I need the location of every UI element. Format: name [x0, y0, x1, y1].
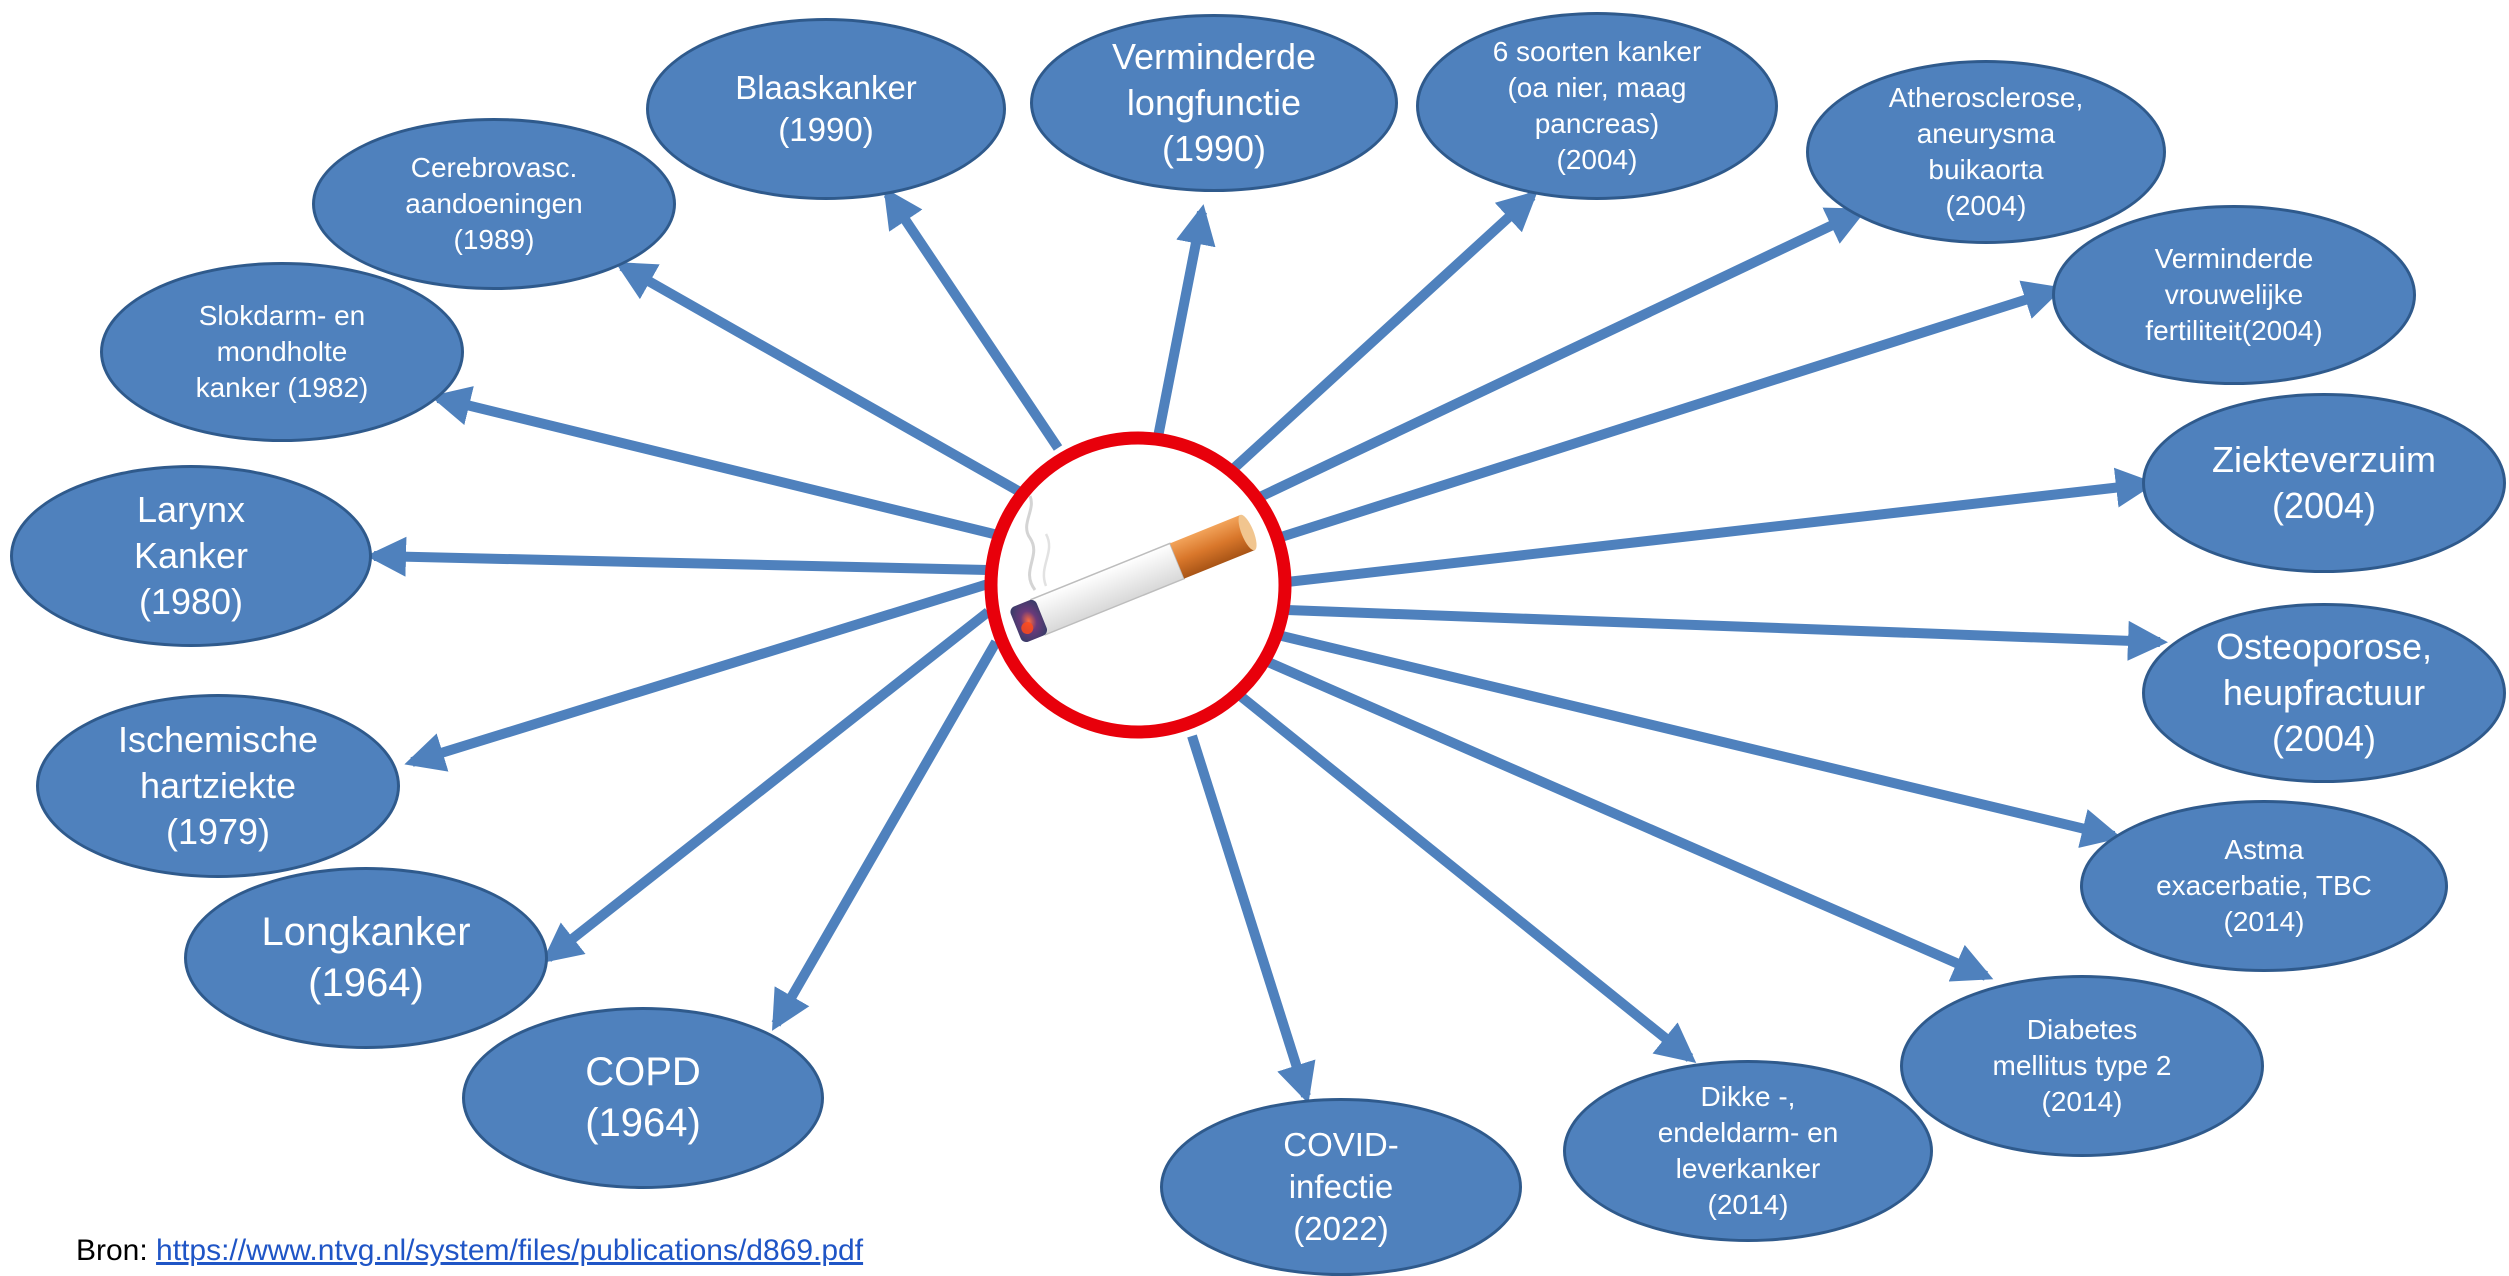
source-link[interactable]: https://www.ntvg.nl/system/files/publica… [156, 1234, 864, 1267]
node-covid: COVID- infectie (2022) [1160, 1098, 1522, 1276]
arrow-to-fertiliteit [1276, 280, 2064, 543]
arrow-to-dikke-endeldarm [1234, 690, 1697, 1064]
node-diabetes: Diabetes mellitus type 2 (2014) [1900, 975, 2264, 1157]
source-prefix: Bron: [76, 1234, 157, 1267]
arrow-to-astma [1280, 631, 2122, 848]
arrow-to-blaaskanker [883, 187, 1063, 451]
node-cerebrovasc: Cerebrovasc. aandoeningen (1989) [312, 118, 676, 290]
arrow-to-slokdarm-kanker [430, 386, 1004, 541]
arrow-to-larynx-kanker [366, 536, 989, 577]
arrow-to-osteoporose [1286, 605, 2168, 661]
node-longkanker: Longkanker (1964) [184, 867, 548, 1049]
arrow-to-ischemische-hartziekte [404, 579, 990, 772]
node-dikke-endeldarm: Dikke -, endeldarm- en leverkanker (2014… [1563, 1060, 1933, 1242]
arrow-to-longfunctie [1153, 204, 1216, 438]
node-vrouwelijke-fertiliteit: Verminderde vrouwelijke fertiliteit(2004… [2052, 205, 2416, 385]
node-ischemische-hartziekte: Ischemische hartziekte (1979) [36, 694, 400, 878]
node-osteoporose: Osteoporose, heupfractuur (2004) [2142, 603, 2506, 783]
node-blaaskanker: Blaaskanker (1990) [646, 18, 1006, 200]
arrow-to-cerebrovasc [615, 261, 1023, 497]
arrow-to-covid [1187, 734, 1316, 1104]
arrow-to-diabetes [1265, 657, 1994, 982]
node-6-soorten-kanker: 6 soorten kanker (oa nier, maag pancreas… [1416, 12, 1778, 200]
arrow-to-copd [771, 639, 1001, 1031]
arrow-to-ziekteverzuim [1286, 467, 2156, 587]
node-slokdarm-kanker: Slokdarm- en mondholte kanker (1982) [100, 262, 464, 442]
arrow-to-atherosclerose [1259, 207, 1868, 501]
arrow-to-longkanker [541, 608, 992, 963]
node-copd: COPD (1964) [462, 1007, 824, 1189]
node-verminderde-longfunctie: Verminderde longfunctie (1990) [1030, 14, 1398, 192]
node-atherosclerose: Atherosclerose, aneurysma buikaorta (200… [1806, 60, 2166, 244]
source-citation: Bron: https://www.ntvg.nl/system/files/p… [76, 1234, 863, 1268]
node-ziekteverzuim: Ziekteverzuim (2004) [2142, 393, 2506, 573]
node-astma: Astma exacerbatie, TBC (2014) [2080, 800, 2448, 972]
arrow-to-6-soorten-kanker [1228, 190, 1538, 474]
node-larynx-kanker: Larynx Kanker (1980) [10, 465, 372, 647]
